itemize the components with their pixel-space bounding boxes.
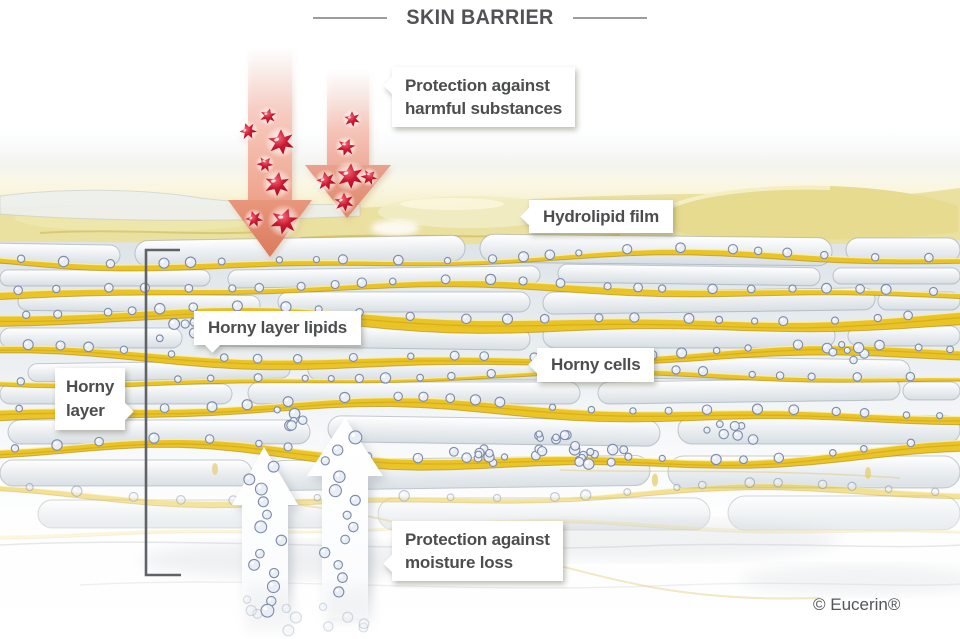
label-horny-layer-lipids: Horny layer lipids: [194, 311, 362, 353]
label-line: Horny: [66, 377, 115, 396]
label-line: harmful substances: [405, 99, 563, 118]
label-line: Horny layer lipids: [208, 318, 348, 337]
label-line: moisture loss: [405, 553, 513, 572]
horny-layer-bracket: [144, 248, 181, 577]
label-protection-moisture-loss: Protection against moisture loss: [383, 521, 563, 581]
title-rule-right: [573, 16, 648, 19]
title-rule-left: [312, 16, 387, 19]
page-title: SKIN BARRIER: [406, 5, 554, 29]
label-line: Horny cells: [551, 355, 641, 374]
label-line: Protection against: [405, 76, 550, 95]
harmful-particle-icons: [237, 106, 379, 238]
label-line: Hydrolipid film: [543, 207, 660, 226]
label-protection-harmful-substances: Protection against harmful substances: [383, 67, 576, 127]
label-line: layer: [66, 401, 105, 420]
water-droplet-icons: [242, 430, 370, 637]
label-line: Protection against: [405, 530, 550, 549]
harmful-substances-arrows-icon: [228, 48, 391, 257]
label-hydrolipid-film: Hydrolipid film: [520, 200, 674, 233]
label-horny-cells: Horny cells: [528, 348, 655, 382]
diagram-header: SKIN BARRIER: [0, 5, 960, 30]
copyright-notice: © Eucerin®: [813, 595, 901, 614]
label-horny-layer: Horny layer: [55, 368, 134, 430]
hydrolipid-film-layer: [0, 185, 960, 246]
moisture-droplets-layer: [10, 242, 955, 506]
